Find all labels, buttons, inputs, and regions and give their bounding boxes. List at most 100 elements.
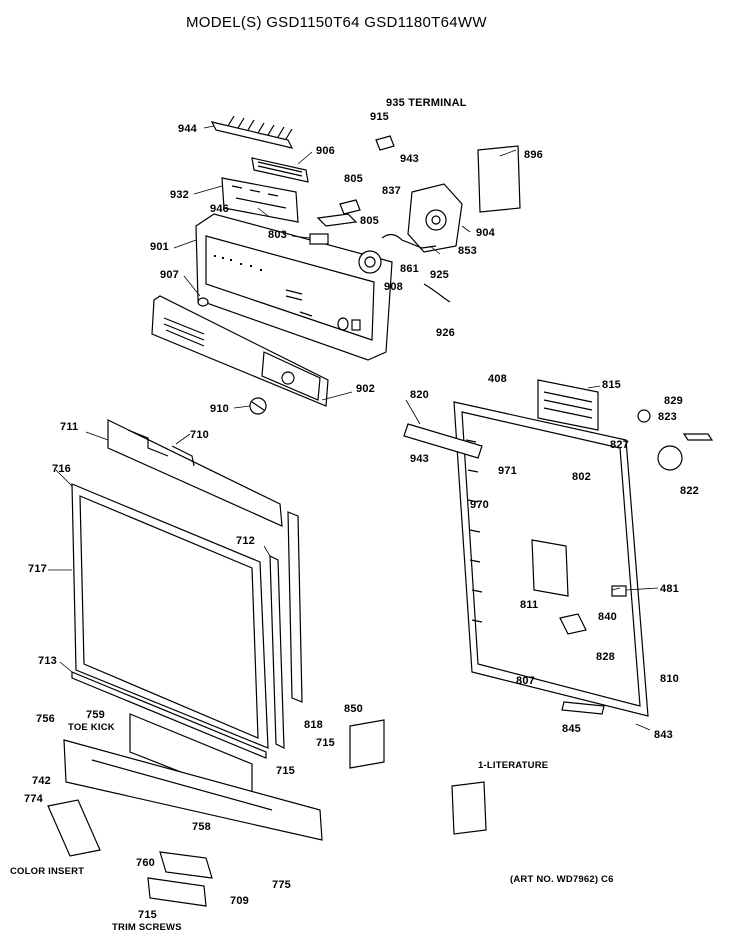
part-925-wire	[423, 283, 451, 303]
art-number: (ART NO. WD7962) C6	[510, 874, 614, 885]
label-742: 742	[32, 775, 51, 787]
part-712-side-trim	[269, 555, 285, 749]
part-713-bottom-trim	[71, 671, 267, 759]
label-toe-kick: TOE KICK	[68, 722, 115, 733]
label-907: 907	[160, 269, 179, 281]
label-843: 843	[654, 729, 673, 741]
part-481-block	[611, 585, 627, 597]
label-850: 850	[344, 703, 363, 715]
part-845-strip	[561, 701, 605, 715]
label-802: 802	[572, 471, 591, 483]
part-823-rod	[682, 433, 714, 441]
label-715-c: 715	[138, 909, 157, 921]
part-902-panel	[151, 295, 329, 407]
label-716: 716	[52, 463, 71, 475]
label-820: 820	[410, 389, 429, 401]
label-915: 915	[370, 111, 389, 123]
label-811: 811	[520, 599, 539, 611]
part-literature-packet	[451, 781, 487, 835]
label-926: 926	[436, 327, 455, 339]
label-715-b: 715	[276, 765, 295, 777]
label-902: 902	[356, 383, 375, 395]
part-805-plate	[316, 213, 358, 227]
part-803-switch	[309, 233, 329, 245]
label-717: 717	[28, 563, 47, 575]
label-935-terminal: 935 TERMINAL	[386, 97, 467, 109]
part-910-knob	[249, 397, 267, 415]
part-815-vent	[537, 379, 599, 431]
part-829-cap	[637, 409, 651, 423]
part-915-terminal	[375, 135, 395, 151]
part-850-bracket	[349, 719, 385, 769]
label-896: 896	[524, 149, 543, 161]
label-711: 711	[60, 421, 79, 433]
label-837: 837	[382, 185, 401, 197]
label-823: 823	[658, 411, 677, 423]
part-904-timer	[407, 183, 463, 253]
label-712: 712	[236, 535, 255, 547]
label-853: 853	[458, 245, 477, 257]
label-810: 810	[660, 673, 679, 685]
part-822-wheel	[657, 445, 683, 471]
label-829: 829	[664, 395, 683, 407]
label-971: 971	[498, 465, 517, 477]
part-711-inner-panel	[107, 419, 283, 527]
label-925: 925	[430, 269, 449, 281]
label-807: 807	[516, 675, 535, 687]
label-944: 944	[178, 123, 197, 135]
label-803: 803	[268, 229, 287, 241]
label-color-insert: COLOR INSERT	[10, 866, 85, 877]
part-908-motor	[358, 250, 382, 274]
label-932: 932	[170, 189, 189, 201]
label-943-top: 943	[400, 153, 419, 165]
part-756-kick-panel	[63, 739, 323, 841]
part-906-harness	[251, 157, 309, 183]
part-717-door-panel	[71, 483, 269, 749]
part-896-card	[477, 145, 521, 213]
part-760-bracket	[159, 851, 213, 879]
label-709: 709	[230, 895, 249, 907]
label-775: 775	[272, 879, 291, 891]
label-713: 713	[38, 655, 57, 667]
label-840: 840	[598, 611, 617, 623]
label-845: 845	[562, 723, 581, 735]
part-907-button	[197, 297, 209, 307]
part-742-color-insert	[47, 799, 101, 857]
label-946: 946	[210, 203, 229, 215]
part-944-terminal-strip	[210, 115, 294, 149]
label-710: 710	[190, 429, 209, 441]
label-827: 827	[610, 439, 629, 451]
label-908: 908	[384, 281, 403, 293]
part-932-board	[221, 177, 299, 223]
part-828-arm	[559, 613, 587, 635]
label-literature: 1-LITERATURE	[478, 760, 549, 771]
label-828: 828	[596, 651, 615, 663]
label-760: 760	[136, 857, 155, 869]
leader-lines	[48, 125, 659, 731]
label-715-a: 715	[316, 737, 335, 749]
label-822: 822	[680, 485, 699, 497]
label-trim-screws: TRIM SCREWS	[112, 922, 182, 933]
label-408: 408	[488, 373, 507, 385]
label-756: 756	[36, 713, 55, 725]
label-774: 774	[24, 793, 43, 805]
label-805-lower: 805	[360, 215, 379, 227]
label-759: 759	[86, 709, 105, 721]
label-861: 861	[400, 263, 419, 275]
label-815: 815	[602, 379, 621, 391]
label-901: 901	[150, 241, 169, 253]
label-904: 904	[476, 227, 495, 239]
label-906-top: 906	[316, 145, 335, 157]
part-811-dispenser	[531, 539, 569, 597]
label-805-upper: 805	[344, 173, 363, 185]
part-818-rail	[287, 511, 303, 703]
diagram-title: MODEL(S) GSD1150T64 GSD1180T64WW	[186, 14, 487, 31]
label-481: 481	[660, 583, 679, 595]
label-818: 818	[304, 719, 323, 731]
part-820-handle	[403, 423, 483, 459]
label-970: 970	[470, 499, 489, 511]
label-943-lower: 943	[410, 453, 429, 465]
label-910: 910	[210, 403, 229, 415]
part-805-bracket	[339, 199, 361, 215]
